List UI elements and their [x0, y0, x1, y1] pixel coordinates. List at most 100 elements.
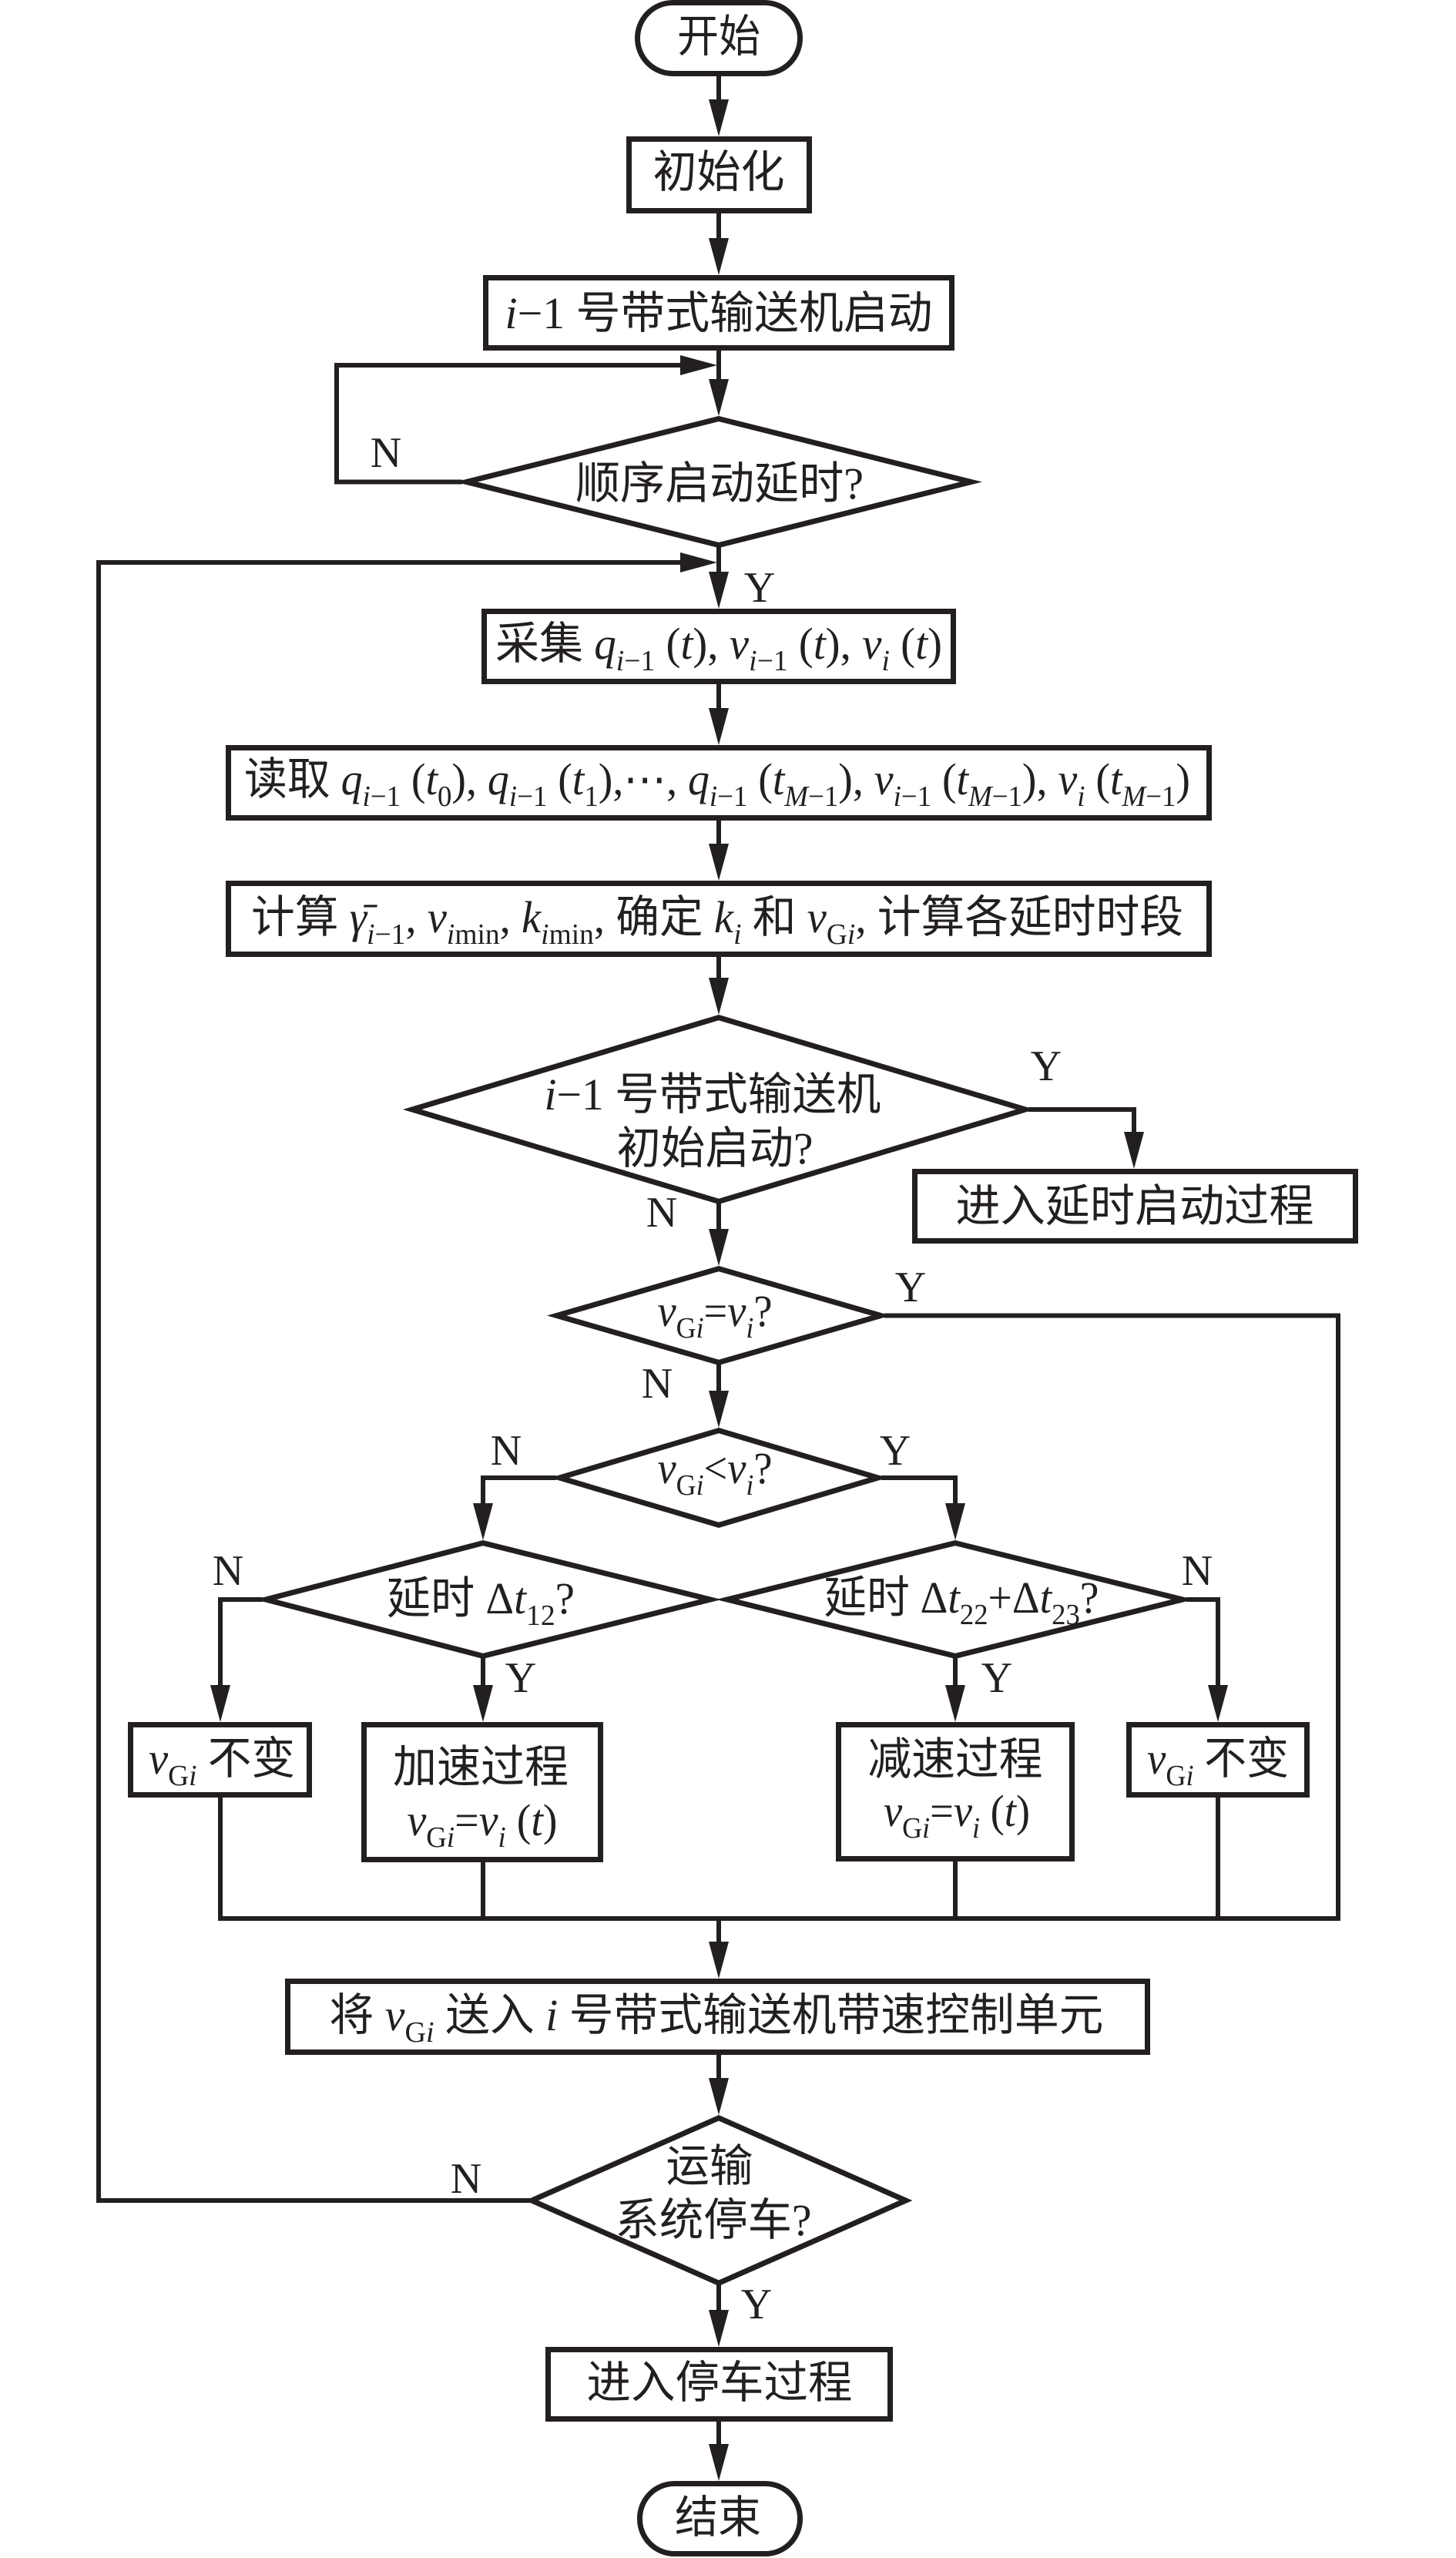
- decision-vg-less: vGi<vi?: [550, 1427, 887, 1529]
- decision-initial-start-check-label-line2: 初始启动?: [617, 1123, 814, 1173]
- text-run: ,: [500, 892, 522, 942]
- decision-vg-equal: vGi=vi?: [547, 1265, 891, 1366]
- text-run-subscript: i: [447, 918, 455, 951]
- text-run: 读取: [244, 754, 341, 804]
- decision-vg-equal-diamond: [547, 1265, 891, 1366]
- text-run: 顺序启动延时?: [575, 458, 864, 509]
- process-keep-vg-left-label: vGi 不变: [149, 1734, 295, 1792]
- nodes: 开始 初始化 i−1 号带式输送机启动 顺序启动延时? 采集 qi−1 (t),…: [128, 0, 1358, 2556]
- text-run-subscript: i: [847, 918, 855, 951]
- text-run: t: [1005, 1786, 1018, 1836]
- text-run-subscript: i: [710, 780, 717, 813]
- text-run: k: [714, 892, 734, 942]
- text-run-subscript: i: [541, 918, 549, 951]
- decision-delay-12-label: 延时 Δt12?: [387, 1573, 575, 1632]
- connectors: [96, 74, 1340, 2481]
- process-init-box: [626, 136, 812, 213]
- text-run-subscript: −1: [717, 780, 747, 813]
- text-run: t: [915, 619, 929, 669]
- process-collect-label: 采集 qi−1 (t), vi−1 (t), vi (t): [495, 619, 942, 677]
- text-run-subscript: −1: [757, 645, 788, 677]
- text-run-subscript: i: [696, 1312, 704, 1344]
- arrowhead-icon: [709, 238, 729, 275]
- process-delayed-start-box: [912, 1169, 1358, 1244]
- text-run: (: [747, 754, 773, 804]
- text-run-subscript: i: [696, 1469, 704, 1502]
- text-run: v: [727, 1286, 746, 1336]
- text-run: ?: [753, 1443, 772, 1493]
- connector-sequential-delay-no-loop: [334, 363, 702, 485]
- text-run-subscript: G: [676, 1469, 696, 1502]
- branch-label-delay-22-23-yes: Y: [981, 1654, 1012, 1702]
- arrowhead-icon: [709, 379, 729, 416]
- text-run: ): [928, 619, 942, 669]
- process-stop-box: [545, 2347, 893, 2422]
- text-run: v: [1147, 1734, 1166, 1784]
- text-run: ): [1016, 1786, 1030, 1836]
- text-run: ),: [451, 754, 488, 804]
- text-run-subscript: min: [455, 918, 499, 951]
- arrowhead-icon: [709, 1229, 729, 1266]
- text-run: ?: [1080, 1573, 1099, 1623]
- arrowhead-icon: [709, 572, 729, 609]
- text-run: =: [455, 1795, 479, 1845]
- text-run: v: [408, 1795, 427, 1845]
- text-run: k: [522, 892, 542, 942]
- arrowhead-icon: [473, 1685, 493, 1722]
- arrowhead-icon: [680, 355, 717, 375]
- text-run: ),: [693, 619, 729, 669]
- text-run: ),: [826, 619, 862, 669]
- arrowhead-icon: [1208, 1685, 1228, 1722]
- arrowhead-icon: [709, 844, 729, 881]
- text-run: ): [1176, 754, 1190, 804]
- branch-label-sequential-delay-no: N: [371, 429, 401, 477]
- text-run-subscript: G: [404, 2016, 426, 2049]
- text-run: ),: [838, 754, 874, 804]
- decision-delay-12-diamond: [255, 1539, 722, 1660]
- branch-label-delay-12-no: N: [213, 1547, 243, 1595]
- text-run-subscript: i: [894, 780, 901, 813]
- text-run-subscript: i: [1186, 1760, 1193, 1792]
- terminal-end: 结束: [637, 2481, 803, 2556]
- text-run: v: [730, 619, 750, 669]
- text-run: 采集: [495, 619, 594, 669]
- text-run: 送入: [434, 1990, 546, 2040]
- text-run-subscript: i: [972, 1812, 980, 1845]
- text-run: i: [545, 1990, 558, 2040]
- text-run-subscript: i: [447, 1821, 455, 1854]
- text-run-subscript: 22: [960, 1599, 988, 1631]
- text-run-subscript: i: [733, 918, 741, 951]
- text-run: 运输: [666, 2141, 753, 2191]
- terminal-end-shape: [637, 2481, 803, 2556]
- branch-label-vg-equal-yes: Y: [895, 1264, 926, 1311]
- text-run-subscript: i: [426, 2016, 434, 2049]
- text-run-subscript: G: [1166, 1760, 1186, 1792]
- text-run: v: [658, 1286, 676, 1336]
- text-run-subscript: i: [749, 645, 757, 677]
- text-run: , 计算各延时时段: [855, 892, 1183, 942]
- decision-initial-start-check-label-line1: i−1 号带式输送机: [545, 1069, 881, 1120]
- text-run: −1 号带式输送机: [557, 1069, 881, 1120]
- text-run-subscript: −1: [374, 918, 405, 951]
- text-run: 开始: [677, 12, 760, 62]
- text-run: 将: [330, 1990, 385, 2040]
- process-send-speed-label: 将 vGi 送入 i 号带式输送机带速控制单元: [330, 1990, 1104, 2049]
- text-run-subscript: M: [1122, 780, 1148, 813]
- text-run: v: [874, 754, 894, 804]
- decision-initial-start-check: i−1 号带式输送机 初始启动?: [402, 1014, 1035, 1205]
- process-keep-vg-right: vGi 不变: [1126, 1722, 1310, 1798]
- arrowhead-icon: [709, 1942, 729, 1979]
- text-run-subscript: 12: [526, 1600, 555, 1632]
- decision-delay-22-23-diamond: [716, 1539, 1194, 1660]
- text-run: q: [688, 754, 710, 804]
- arrowhead-icon: [709, 2078, 729, 2115]
- branch-label-vg-less-no: N: [491, 1427, 522, 1475]
- text-run: 不变: [197, 1734, 295, 1784]
- text-run: v: [727, 1443, 746, 1493]
- text-run: v: [862, 619, 882, 669]
- text-run: (: [788, 619, 814, 669]
- branch-label-delay-22-23-no: N: [1182, 1547, 1213, 1595]
- text-run: t: [514, 1573, 528, 1623]
